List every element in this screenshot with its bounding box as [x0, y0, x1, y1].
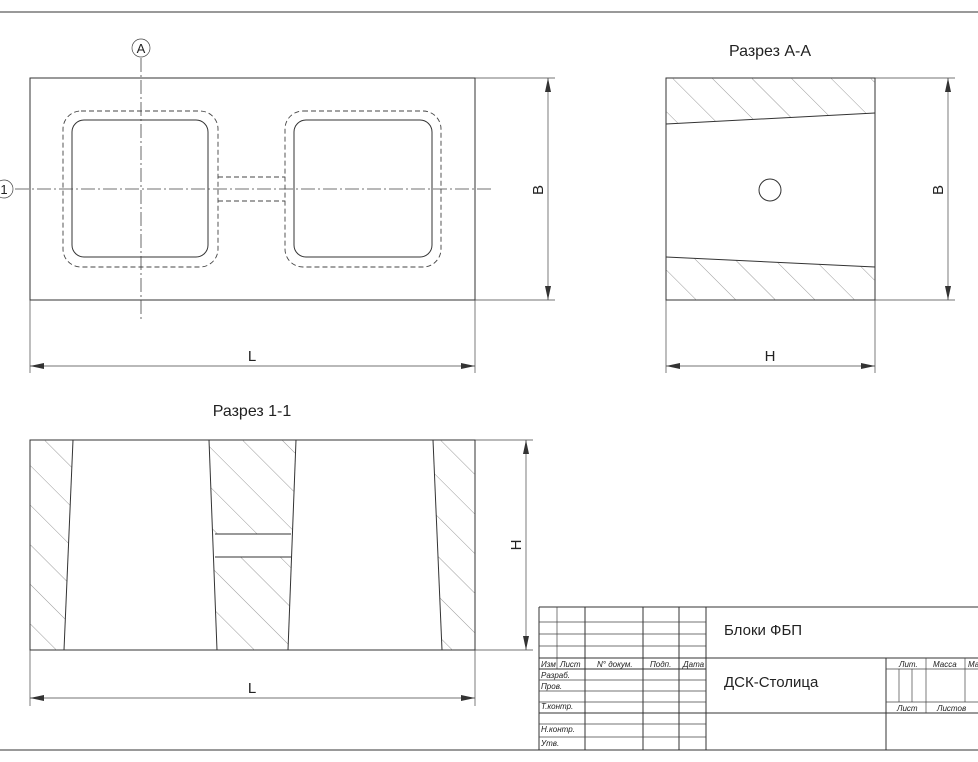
- svg-text:Разраб.: Разраб.: [541, 671, 570, 680]
- dim-label-b-aa: B: [930, 185, 947, 195]
- section-aa: Разрез А-А H B: [665, 43, 955, 373]
- dim-label-l-top: L: [248, 348, 256, 365]
- section-mark-a-circle: [131, 38, 151, 58]
- svg-text:N° докум.: N° докум.: [597, 660, 633, 669]
- svg-text:Ма: Ма: [968, 660, 978, 669]
- lifting-hole: [758, 178, 782, 202]
- svg-text:Масса: Масса: [933, 660, 957, 669]
- sheet-frame: [0, 11, 978, 751]
- svg-text:Т.контр.: Т.контр.: [541, 702, 573, 711]
- void-left: [71, 119, 209, 258]
- dim-label-h-aa: H: [765, 348, 776, 365]
- dim-label-h-11: H: [508, 540, 525, 551]
- company-name: ДСК-Столица: [724, 674, 819, 691]
- svg-text:Лист: Лист: [896, 704, 918, 713]
- dim-label-l-11: L: [248, 680, 256, 697]
- section-mark-a: A: [137, 41, 146, 56]
- void-left-hidden: [62, 110, 219, 268]
- section-11: Разрез 1-1 L H: [29, 403, 533, 706]
- section-11-title: Разрез 1-1: [213, 403, 292, 420]
- svg-text:Лист: Лист: [559, 660, 581, 669]
- top-view: A 1 L B: [0, 38, 555, 373]
- block-outline: [29, 77, 476, 301]
- axis-mark-1: 1: [0, 182, 7, 197]
- dim-label-b-top: B: [530, 185, 547, 195]
- svg-text:Лит.: Лит.: [898, 660, 918, 669]
- section-aa-title: Разрез А-А: [729, 43, 811, 60]
- product-name: Блоки ФБП: [724, 622, 802, 639]
- svg-text:Н.контр.: Н.контр.: [541, 725, 575, 734]
- void-right: [293, 119, 433, 258]
- svg-text:Утв.: Утв.: [540, 739, 559, 748]
- svg-text:Пров.: Пров.: [541, 682, 562, 691]
- svg-text:Подп.: Подп.: [650, 660, 671, 669]
- svg-text:Дата: Дата: [682, 660, 705, 669]
- title-block: Блоки ФБП ДСК-Столица Изм Лист N° докум.…: [538, 606, 978, 750]
- axis-mark-1-circle: [0, 179, 14, 199]
- svg-text:Листов: Листов: [936, 704, 966, 713]
- svg-text:Изм: Изм: [541, 660, 556, 669]
